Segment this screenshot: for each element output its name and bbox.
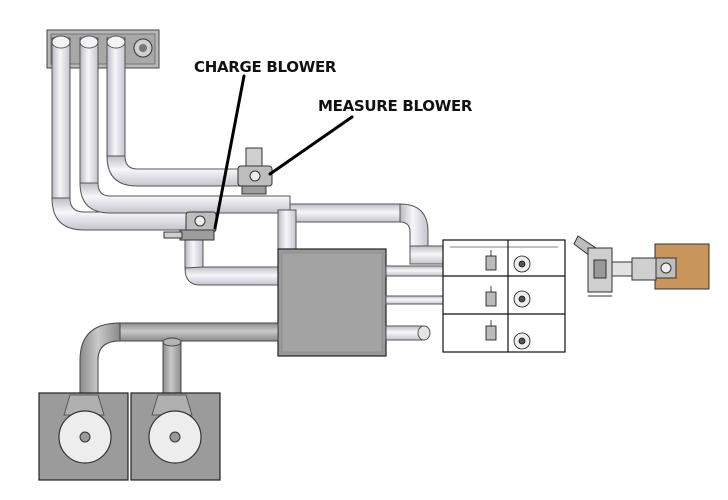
callout-lines bbox=[213, 74, 354, 230]
floor-blower-left bbox=[38, 392, 129, 481]
light-pipes bbox=[51, 35, 447, 286]
charge-blower-label: CHARGE BLOWER bbox=[194, 58, 337, 76]
test-fixture bbox=[573, 235, 710, 297]
dark-pipes bbox=[79, 322, 279, 396]
charge-blower bbox=[163, 211, 217, 241]
floor-blower-right bbox=[130, 392, 221, 481]
measure-blower-label: MEASURE BLOWER bbox=[318, 97, 473, 115]
valve-cabinet bbox=[442, 239, 566, 353]
connector-pipes bbox=[385, 265, 445, 341]
measure-blower bbox=[237, 147, 273, 195]
central-box bbox=[277, 248, 387, 357]
